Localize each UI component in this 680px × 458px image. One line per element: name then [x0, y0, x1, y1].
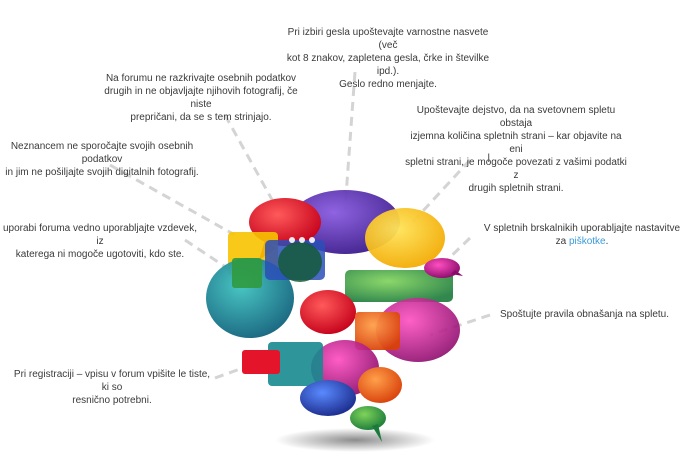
- tip-cookies-suffix: .: [605, 236, 609, 247]
- tip-cookies-text: V spletnih brskalnikih uporabljajte nast…: [483, 223, 680, 247]
- tip-password: Pri izbiri gesla upoštevajte varnostne n…: [286, 27, 490, 90]
- tip-etiquette: Spoštujte pravila obnašanja na spletu.: [500, 309, 670, 320]
- text-cursor-icon: I: [487, 151, 491, 165]
- tip-world-web: Upoštevajte dejstvo, da na svetovnem spl…: [405, 105, 627, 194]
- bubble-cluster: [206, 190, 463, 442]
- connector-lines: [109, 71, 491, 380]
- tip-forum-data: Na forumu ne razkrivajte osebnih podatko…: [104, 73, 298, 123]
- cookies-link[interactable]: piškotke: [568, 236, 606, 247]
- tip-cookies: V spletnih brskalnikih uporabljajte nast…: [482, 222, 680, 248]
- tip-registration: Pri registraciji – vpisu v forum vpišite…: [13, 369, 211, 406]
- tip-nickname: uporabi foruma vedno uporabljajte vzdeve…: [2, 223, 197, 260]
- tip-strangers: Neznancem ne sporočajte svojih osebnih p…: [5, 141, 199, 178]
